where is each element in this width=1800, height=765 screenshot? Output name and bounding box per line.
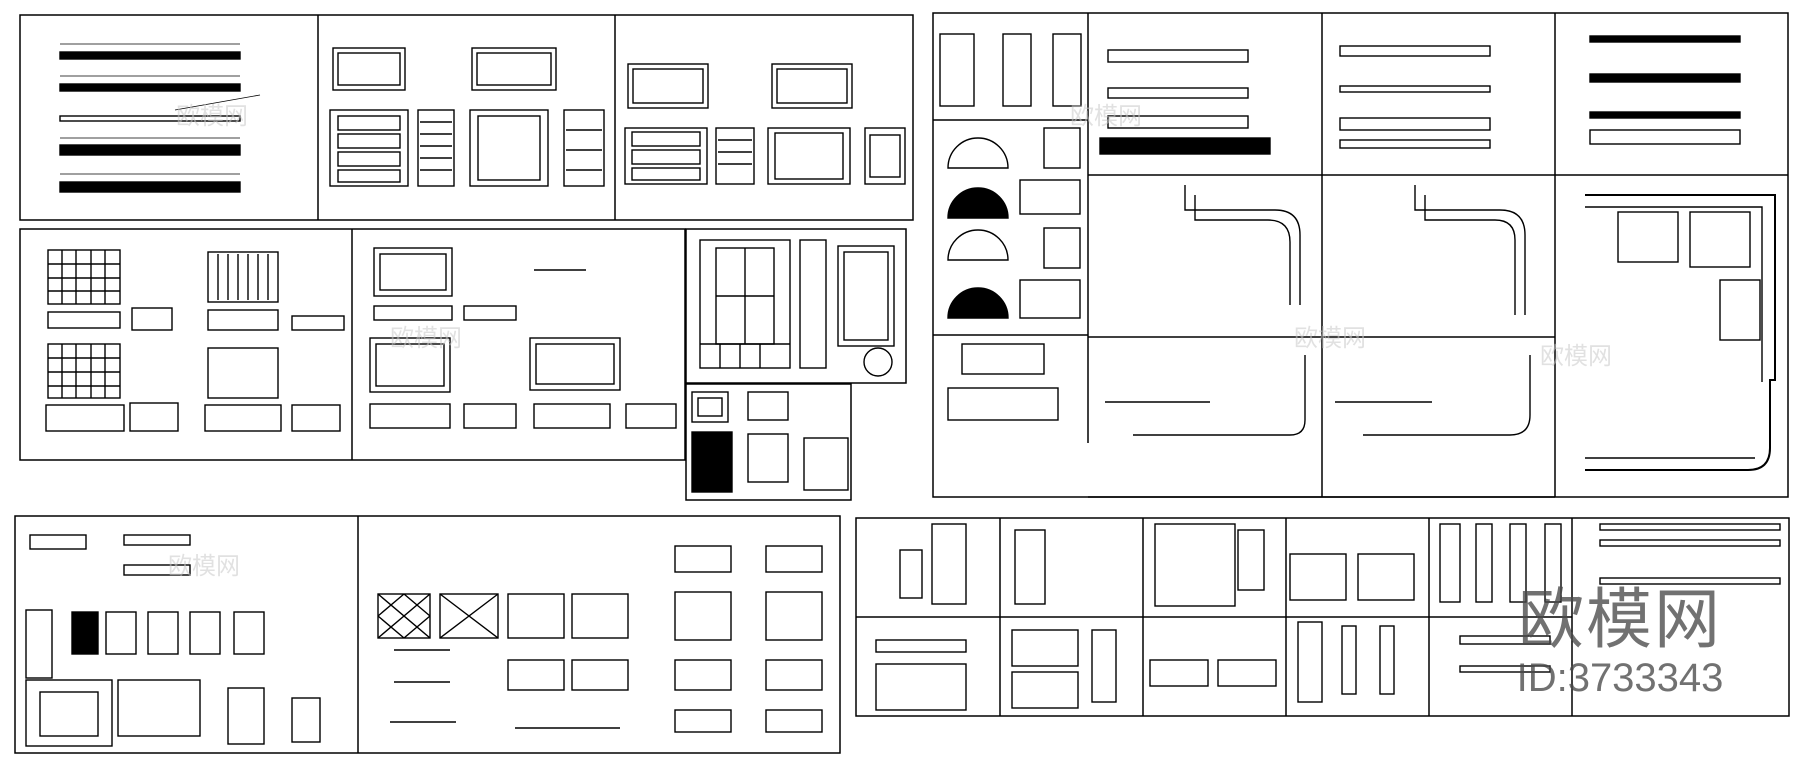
watermark: 欧模网 ID:3733343 [1506, 581, 1734, 701]
faint-mark: 欧模网 [176, 102, 248, 130]
crown-moulding-panels [1099, 35, 1741, 155]
counter-plan [1585, 194, 1776, 471]
grid-cabinets [45, 249, 345, 432]
frame-drawer-details [369, 247, 677, 429]
faint-mark: 欧模网 [390, 324, 462, 352]
bottom-left-details [25, 534, 321, 747]
bottom-right-details [875, 523, 1781, 711]
faint-mark: 欧模网 [1070, 102, 1142, 130]
corner-moulding-details [1105, 185, 1531, 436]
faint-mark: 欧模网 [1294, 324, 1366, 352]
arch-carving-column [939, 33, 1082, 421]
faint-mark: 欧模网 [168, 552, 240, 580]
small-cabinet-details [691, 391, 849, 493]
moulding-profiles-a [59, 43, 261, 193]
watermark-logo: 欧模网 [1518, 581, 1722, 658]
glass-door-elevations [699, 239, 895, 377]
cabinet-elevations-c [624, 63, 906, 185]
faint-mark: 欧模网 [1540, 342, 1612, 370]
lattice-panels [377, 545, 823, 733]
watermark-id: ID:3733343 [1516, 656, 1724, 700]
cabinet-elevations-b [329, 47, 605, 187]
panel-frames [14, 12, 1790, 754]
